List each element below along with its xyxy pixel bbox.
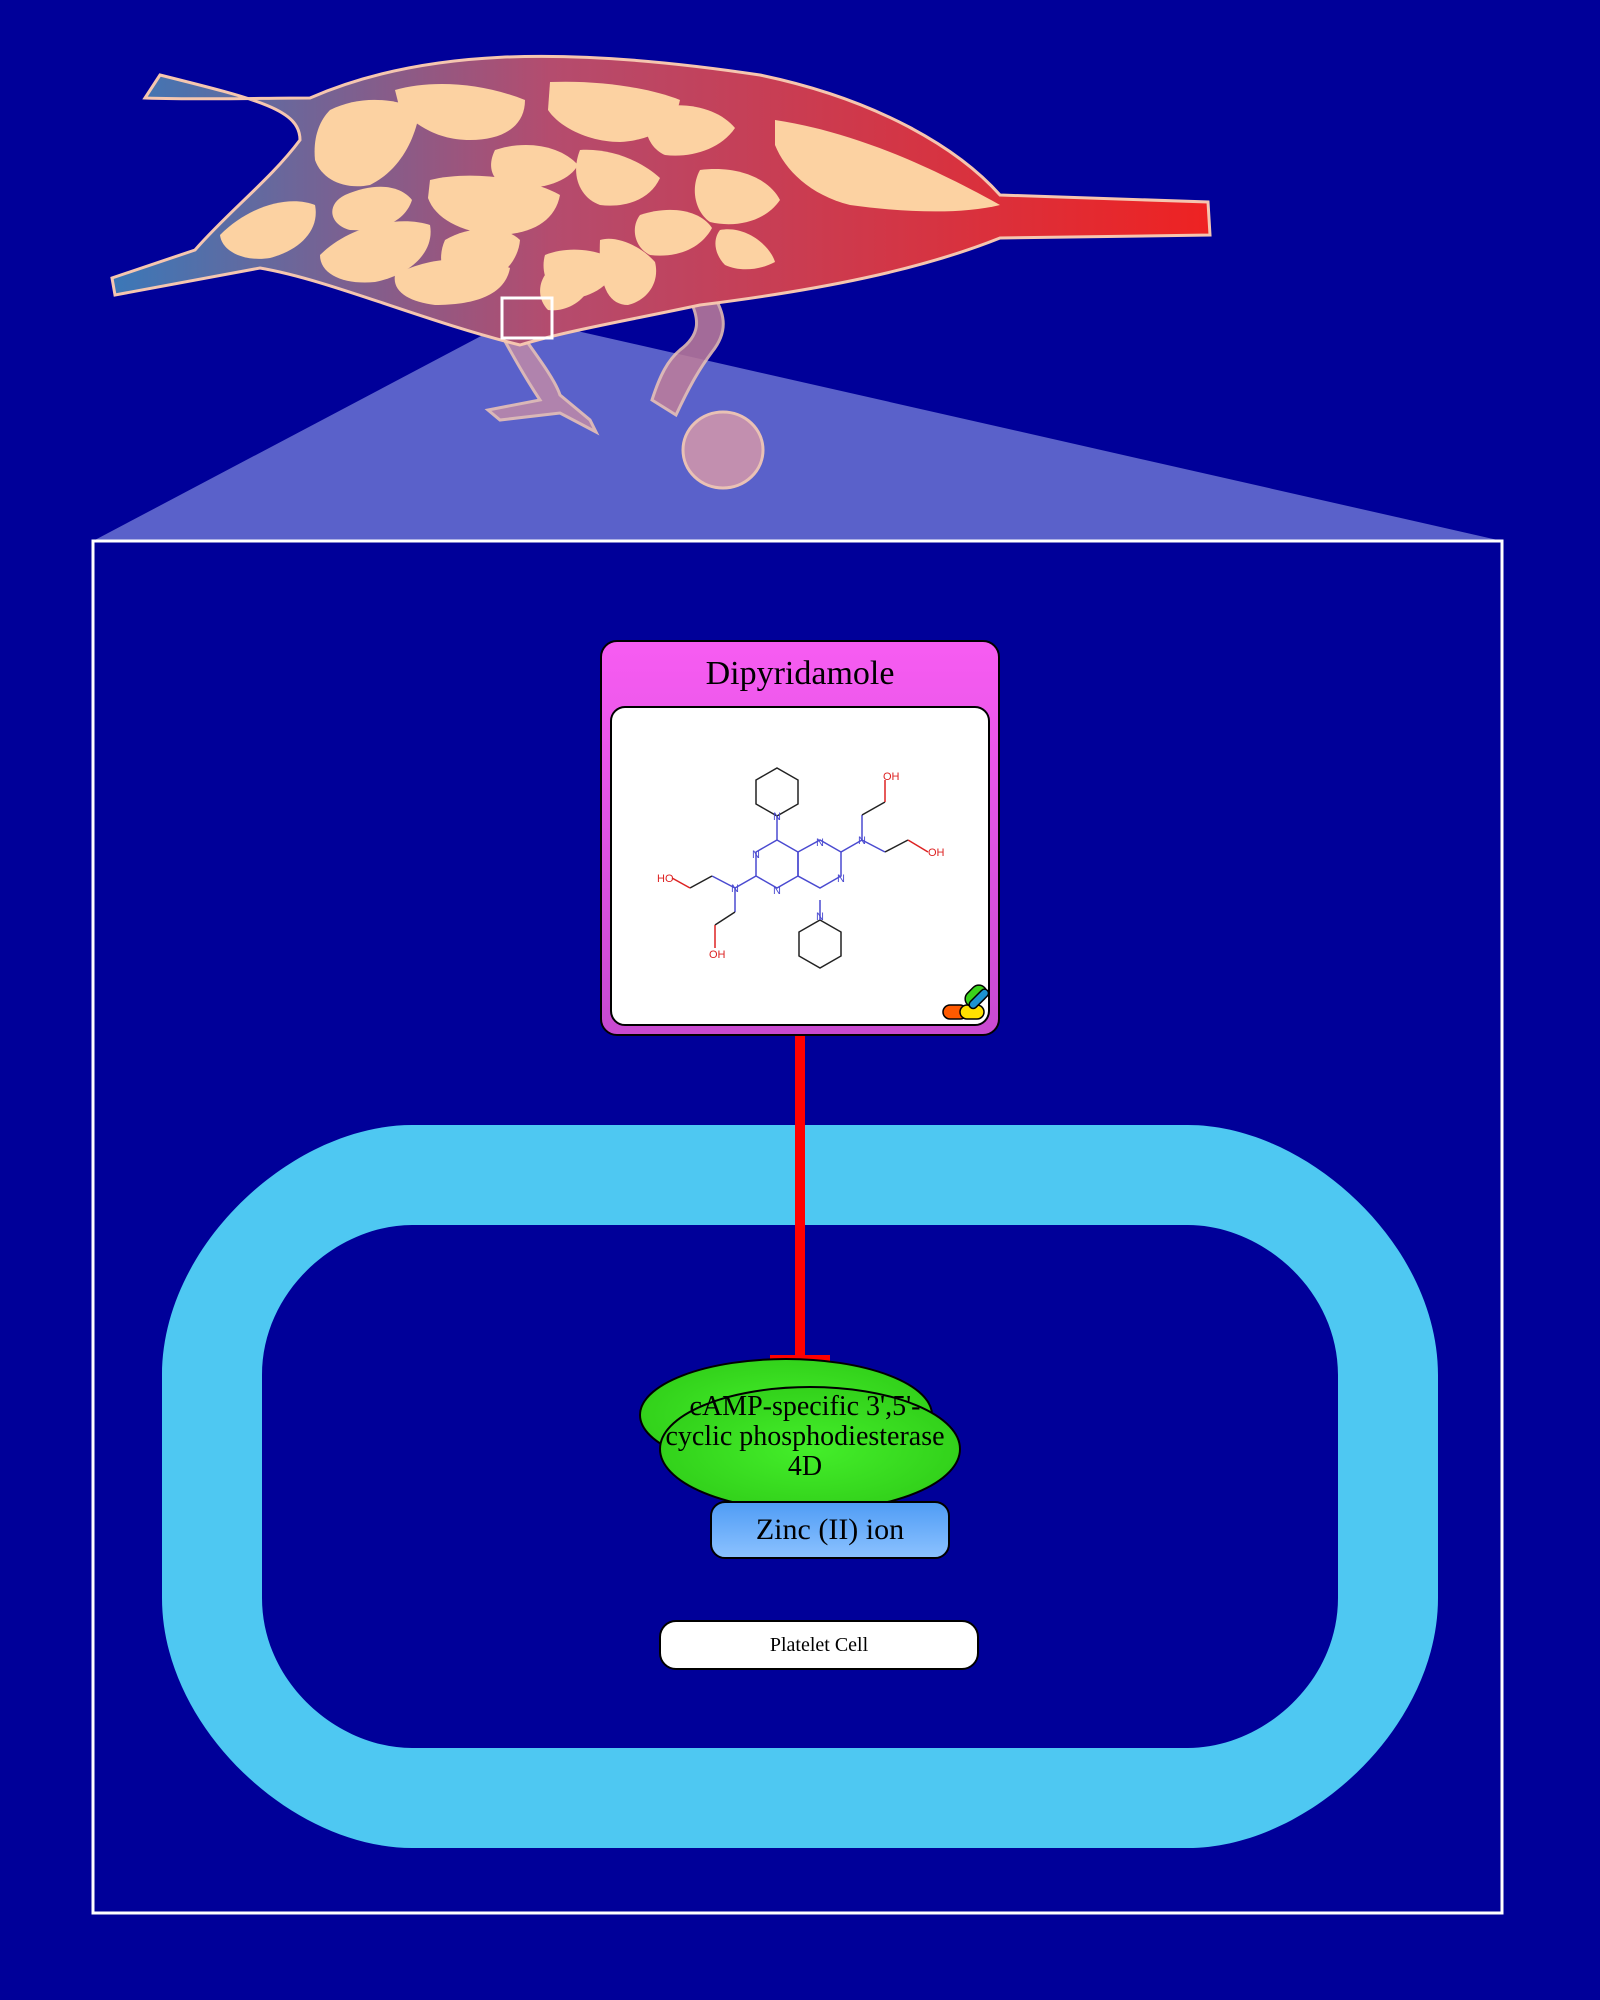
bond	[861, 839, 886, 853]
hydroxyl-label: OH	[883, 771, 900, 783]
platelet-cell-label: Platelet Cell	[769, 1634, 869, 1656]
nitrogen-label: N	[858, 835, 866, 847]
zinc-ion-label: Zinc (II) ion	[755, 1513, 905, 1546]
nitrogen-label: N	[816, 837, 824, 849]
hydroxyl-label: OH	[928, 847, 945, 859]
structure-panel	[610, 706, 990, 1026]
bond	[689, 875, 713, 889]
right-pyrimidine-ring	[797, 839, 842, 889]
nitrogen-label: N	[773, 885, 781, 897]
bond	[734, 875, 757, 889]
bond	[884, 839, 909, 853]
venule-branch	[484, 330, 600, 436]
tissue-cells	[220, 81, 1000, 311]
pill-capsules-icon	[942, 984, 990, 1020]
platelet-cell-label-box[interactable]	[659, 1620, 979, 1670]
bond	[907, 839, 929, 853]
enzyme-label: cAMP-specific 3',5'-cyclic phosphodieste…	[665, 1392, 945, 1482]
capillary-bed	[110, 54, 1212, 490]
arteriole-branch	[650, 296, 725, 418]
nitrogen-label: N	[731, 883, 739, 895]
bond	[861, 801, 886, 816]
bond	[711, 875, 736, 889]
vessel-cross-section	[681, 410, 765, 490]
bond	[840, 839, 863, 853]
bond	[714, 911, 736, 926]
nitrogen-label: N	[752, 849, 760, 861]
dipyridamole-structure	[671, 767, 929, 969]
hydroxyl-label: HO	[657, 873, 674, 885]
platelet-cell-membrane	[162, 1125, 1438, 1848]
nitrogen-label: N	[773, 811, 781, 823]
drug-node[interactable]: N N N N N N N N OH OH HO OH	[600, 640, 1000, 1036]
nitrogen-label: N	[816, 911, 824, 923]
atom-labels: N N N N N N N N OH OH HO OH	[657, 771, 945, 961]
zoom-indicator-box	[500, 296, 554, 340]
drug-name-label: Dipyridamole	[705, 655, 895, 692]
zinc-ion-node[interactable]	[710, 1501, 950, 1559]
enzyme-node[interactable]	[639, 1358, 961, 1512]
zoom-projection	[93, 326, 1502, 541]
bond	[671, 877, 691, 889]
lower-piperidine-ring	[798, 919, 842, 969]
nitrogen-label: N	[837, 873, 845, 885]
hydroxyl-label: OH	[709, 949, 726, 961]
